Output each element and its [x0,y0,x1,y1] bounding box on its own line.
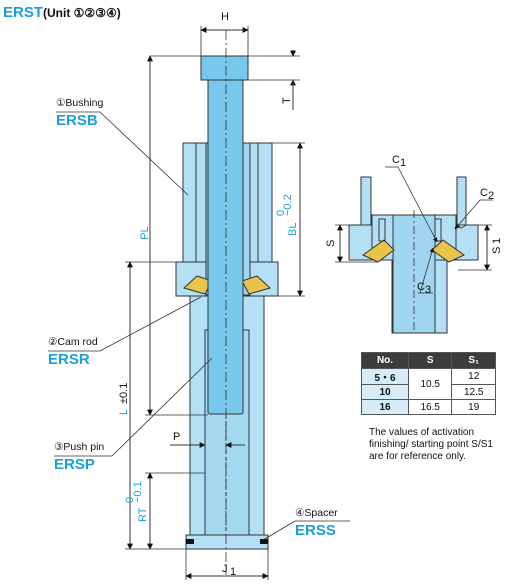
dim-P: P [173,431,180,443]
detail-view: S S 1 C 1 C 2 C 3 [325,154,503,334]
svg-text:1: 1 [230,566,236,578]
dim-BL-tol-lower: −0.2 [282,194,294,216]
cell-S: 10.5 [407,368,453,400]
cam-rod [207,73,244,415]
detail-C2-sub: 2 [488,190,494,202]
dim-T: T [281,97,293,104]
reference-note: The values of activation finishing/ star… [369,427,493,462]
dimensions: H T PL BL 0 −0.2 L ±0.1 RT 0 −0.1 P [118,11,305,580]
part-label-bushing: ①Bushing [56,97,104,109]
cell-S: 16.5 [407,399,453,415]
part-code-push-pin: ERSP [54,456,95,473]
detail-C3: C [417,281,425,293]
dim-RT-tol-lower: −0.1 [132,481,144,503]
detail-C2: C [480,187,488,199]
spec-table: No. S S₁ 5・6 10.5 12 10 12.5 16 16.5 19 [361,352,496,415]
cell-no: 10 [361,384,409,400]
cell-no: 5・6 [361,368,409,385]
callouts: ①Bushing ERSB ②Cam rod ERSR ③Push pin ER… [48,97,350,541]
detail-C3-sub: 3 [425,284,431,296]
dim-RT: RT [137,507,149,522]
diagram-title: ERST(Unit ①②③④) [3,4,121,21]
col-S1: S₁ [451,352,496,369]
dim-RT-tol-upper: 0 [124,497,136,503]
detail-C1-sub: 1 [400,157,406,169]
spec-table-header: No. S S₁ [361,352,496,369]
part-label-spacer: ④Spacer [295,507,338,519]
dim-PL: PL [139,226,151,239]
part-code-spacer: ERSS [295,522,336,539]
col-no: No. [361,352,409,369]
dim-L: L [118,409,130,415]
detail-dim-S1-sub: 1 [491,238,503,244]
spacer [185,534,269,550]
part-code-bushing: ERSB [56,112,98,129]
cell-S1: 12.5 [451,384,496,400]
part-label-push-pin: ③Push pin [54,441,104,453]
dim-BL: BL [287,223,299,236]
detail-C1: C [392,154,400,166]
table-row: 10 12.5 [361,384,496,400]
title-code: ERST [3,4,44,21]
part-label-cam-rod: ②Cam rod [48,336,98,348]
dim-J1: J [222,563,228,575]
cell-S1: 12 [451,368,496,385]
table-row: 5・6 10.5 12 [361,368,496,400]
title-unit: (Unit ①②③④) [43,6,121,20]
cell-S1: 19 [451,399,496,415]
cell-no: 16 [361,399,409,415]
dim-BL-tol-upper: 0 [275,210,287,216]
detail-dim-S: S [325,240,337,247]
main-assembly [175,30,279,575]
dim-H: H [221,11,229,23]
detail-dim-S1: S [491,247,503,254]
table-row: 16 16.5 19 [361,399,496,415]
col-S: S [407,352,453,369]
dim-L-tol: ±0.1 [118,383,130,404]
part-code-cam-rod: ERSR [48,351,90,368]
pin-head [200,55,249,81]
